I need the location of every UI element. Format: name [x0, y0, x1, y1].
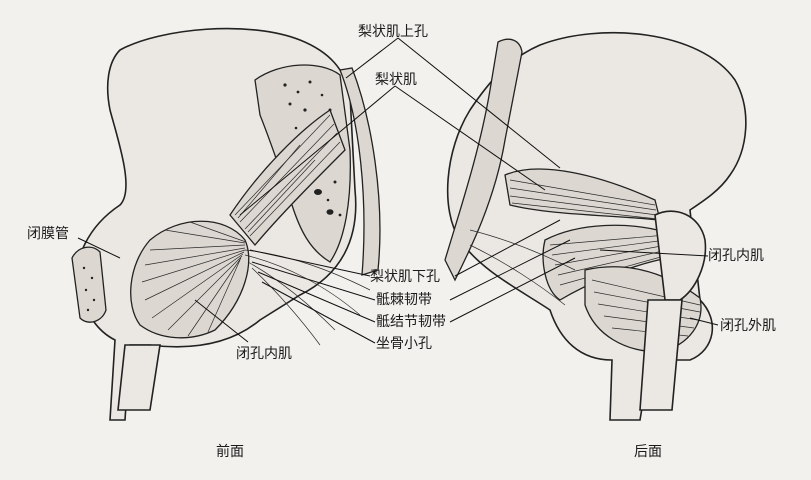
caption-posterior: 后面 — [634, 444, 662, 460]
anterior-view — [71, 27, 381, 421]
right-piriformis-fibers — [509, 179, 659, 220]
label-piriform-lower-foramen: 梨状肌下孔 — [370, 269, 440, 285]
label-obturator-canal: 闭膜管 — [27, 226, 69, 242]
label-sacrospinous-ligament: 骶棘韧带 — [376, 292, 432, 308]
right-ligaments — [469, 229, 576, 306]
label-obturator-internus-left: 闭孔内肌 — [236, 346, 292, 362]
caption-anterior: 前面 — [216, 443, 244, 460]
label-sacrotuberous-ligament: 骶结节韧带 — [376, 314, 446, 330]
right-femur-shaft — [639, 299, 683, 411]
left-femur-shaft — [117, 344, 161, 411]
label-lesser-sciatic-foramen: 坐骨小孔 — [376, 336, 432, 352]
left-sacrum-edge — [339, 67, 381, 276]
label-piriformis: 梨状肌 — [375, 72, 417, 88]
label-obturator-internus-right: 闭孔内肌 — [708, 248, 764, 264]
posterior-view — [444, 31, 747, 421]
left-piriformis-muscle — [229, 109, 346, 247]
label-piriform-upper-foramen: 梨状肌上孔 — [358, 24, 428, 40]
right-sacrum — [444, 38, 523, 282]
label-obturator-externus: 闭孔外肌 — [720, 318, 776, 334]
left-femur-cut — [71, 246, 107, 323]
femur-cut-pores — [82, 266, 96, 312]
left-obturator-fibers — [141, 221, 247, 337]
right-femur-head — [654, 210, 707, 301]
leader-lines — [77, 37, 719, 344]
left-piriformis-fibers — [234, 114, 341, 237]
left-obturator-internus-muscle — [130, 220, 250, 339]
labels: 梨状肌上孔 梨状肌 闭膜管 梨状肌下孔 骶棘韧带 骶结节韧带 坐骨小孔 闭孔内肌… — [27, 24, 776, 460]
